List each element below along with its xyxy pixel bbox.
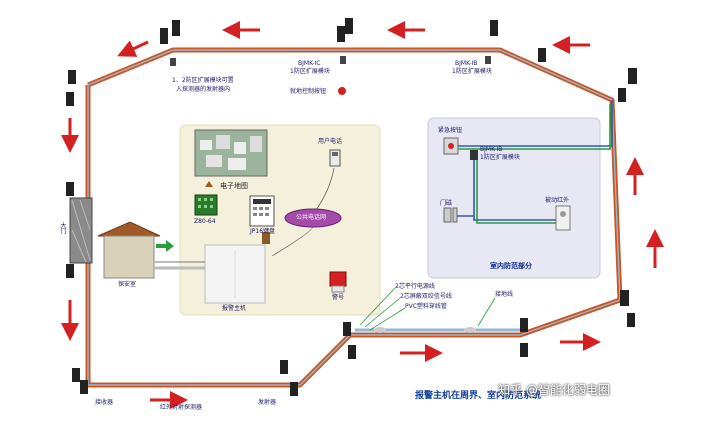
detector-post xyxy=(290,382,298,396)
ground-wire-label: 接地线 xyxy=(495,291,514,298)
detector-post xyxy=(628,68,637,84)
detector-post xyxy=(280,360,288,374)
module-ic-title: BJMK-IC xyxy=(298,60,321,67)
detector-post xyxy=(172,20,180,36)
signal-line-label: 2芯屏蔽双绞信号线 xyxy=(400,293,452,300)
direction-arrows xyxy=(61,21,664,409)
jp16-label: JP16键盘 xyxy=(250,228,276,235)
detector-post xyxy=(345,18,353,34)
siren-label: 警号 xyxy=(332,294,345,301)
module-ic-sub: 1防区扩展模块 xyxy=(290,68,330,75)
guard-room-label: 保安室 xyxy=(118,281,137,288)
module-ib-top-sub: 1防区扩展模块 xyxy=(452,68,492,75)
indoor-module-icon xyxy=(470,150,478,160)
detector-post xyxy=(337,26,345,42)
door-magnet-label: 门磁 xyxy=(440,200,453,207)
detector-post xyxy=(538,48,546,62)
main-gate-label: 大门 xyxy=(59,222,66,234)
detector-post xyxy=(627,313,635,327)
detector-post xyxy=(66,264,74,278)
note-line-1: 1、2防区扩展模块可置 xyxy=(172,77,234,84)
detector-post xyxy=(520,318,528,332)
door-magnet-icon xyxy=(443,207,452,223)
detector-post xyxy=(348,345,356,359)
detector-post xyxy=(72,368,80,382)
detector-post xyxy=(618,88,626,102)
siren-icon xyxy=(329,271,347,287)
pvc-pipe xyxy=(355,327,520,333)
emap-thumbnail xyxy=(194,129,268,187)
control-button-label: 就地控制按钮 xyxy=(290,88,327,95)
green-arrow xyxy=(156,240,174,252)
detector-post xyxy=(68,70,76,84)
indoor-section-label: 室内防范部分 xyxy=(490,262,532,270)
ir-detector-label: 红外对射探测器 xyxy=(160,404,203,411)
detector-post xyxy=(66,92,74,106)
emitter-label: 发射器 xyxy=(258,399,277,406)
detector-post xyxy=(66,182,74,196)
detector-post xyxy=(80,380,88,394)
receiver-bottom-label: 接收器 xyxy=(95,399,114,406)
control-button-icon xyxy=(338,87,346,95)
panic-button-label: 紧急按钮 xyxy=(438,127,463,134)
pvc-pipe-label: PVC塑料穿线管 xyxy=(405,303,447,310)
detector-post xyxy=(620,290,629,306)
watermark: 知乎 @智能化弱电圈 xyxy=(498,383,610,397)
guard-room xyxy=(97,221,205,279)
detector-post xyxy=(160,28,168,44)
detector-post xyxy=(343,322,351,336)
phone-icon xyxy=(329,149,341,167)
module-ib-in-title: BJMK-IB xyxy=(480,146,503,153)
module-ib-top-title: BJMK-IB xyxy=(455,60,478,67)
arrow-left-down xyxy=(117,40,149,57)
pir-label: 被动红外 xyxy=(545,197,570,204)
alarm-host-label: 报警主机 xyxy=(222,305,247,312)
z80-label: Z80-64 xyxy=(194,218,216,225)
user-phone-label: 用户电话 xyxy=(318,138,343,145)
emap-label: 电子地图 xyxy=(220,182,248,190)
bus-line-label: 2芯平行电源线 xyxy=(395,283,435,290)
detector-posts xyxy=(66,18,637,396)
note-line-2: 入探测器的发射器内 xyxy=(176,86,231,93)
pir-icon xyxy=(555,205,571,231)
module-ib-in-sub: 1防区扩展模块 xyxy=(480,154,520,161)
detector-post xyxy=(490,20,498,36)
perimeter-cable xyxy=(85,47,623,388)
figure-caption: 报警主机在周界、室内防范系统 xyxy=(415,391,542,401)
ups-box xyxy=(262,232,270,244)
indoor-wiring xyxy=(457,100,613,224)
detector-post xyxy=(520,343,528,357)
public-net-label: 公共电话网 xyxy=(296,214,327,221)
